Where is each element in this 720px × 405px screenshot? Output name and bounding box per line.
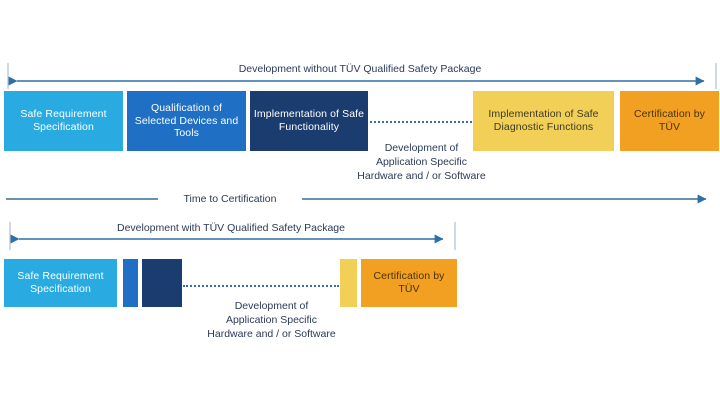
top-box-implementation-of-safe-functionality-label: Implementation of Safe Functionality <box>253 108 365 133</box>
bottom-box-safe-requirement-specification-label: Safe Requirement Specification <box>17 270 104 295</box>
bottom-gap-label-line2: Application Specific <box>225 314 318 326</box>
top-box-qualification-of-selected-devices-and-tools-label: Qualification of Selected Devices and To… <box>134 101 239 140</box>
top-box-certification-by-tuv-label: Certification by TÜV <box>633 108 706 133</box>
bottom-box-certification-by-tuv-label: Certification by TÜV <box>373 270 445 295</box>
top-gap-label-line3: Hardware and / or Software <box>357 170 486 182</box>
top-box-certification-by-tuv[interactable]: Certification by TÜV <box>620 91 719 151</box>
bottom-box-qualification-of-selected-devices-and-tools[interactable] <box>123 259 138 307</box>
time-to-certification-label: Time to Certification <box>160 192 300 207</box>
top-box-safe-requirement-specification[interactable]: Safe Requirement Specification <box>4 91 123 151</box>
top-box-implementation-of-safe-functionality[interactable]: Implementation of Safe Functionality <box>250 91 368 151</box>
bottom-box-implementation-of-safe-functionality[interactable] <box>142 259 182 307</box>
bottom-gap-dotted-line <box>183 285 339 287</box>
top-box-qualification-of-selected-devices-and-tools[interactable]: Qualification of Selected Devices and To… <box>127 91 246 151</box>
bottom-gap-label-line3: Hardware and / or Software <box>207 328 336 340</box>
bottom-box-safe-requirement-specification[interactable]: Safe Requirement Specification <box>4 259 117 307</box>
top-box-implementation-of-safe-diagnostic-functions-label: Implementation of Safe Diagnostic Functi… <box>488 108 599 133</box>
top-gap-dotted-line <box>370 121 472 123</box>
top-arrow-label: Development without TÜV Qualified Safety… <box>238 63 482 75</box>
bottom-gap-label-line1: Development of <box>234 300 309 312</box>
bottom-box-certification-by-tuv[interactable]: Certification by TÜV <box>361 259 457 307</box>
top-box-implementation-of-safe-diagnostic-functions[interactable]: Implementation of Safe Diagnostic Functi… <box>473 91 614 151</box>
top-box-safe-requirement-specification-label: Safe Requirement Specification <box>20 108 107 133</box>
bottom-arrow-label: Development with TÜV Qualified Safety Pa… <box>116 222 345 234</box>
top-gap-label-line2: Application Specific <box>375 156 468 168</box>
bottom-box-implementation-of-safe-diagnostic-functions[interactable] <box>340 259 357 307</box>
top-gap-label-line1: Development of <box>384 142 459 154</box>
